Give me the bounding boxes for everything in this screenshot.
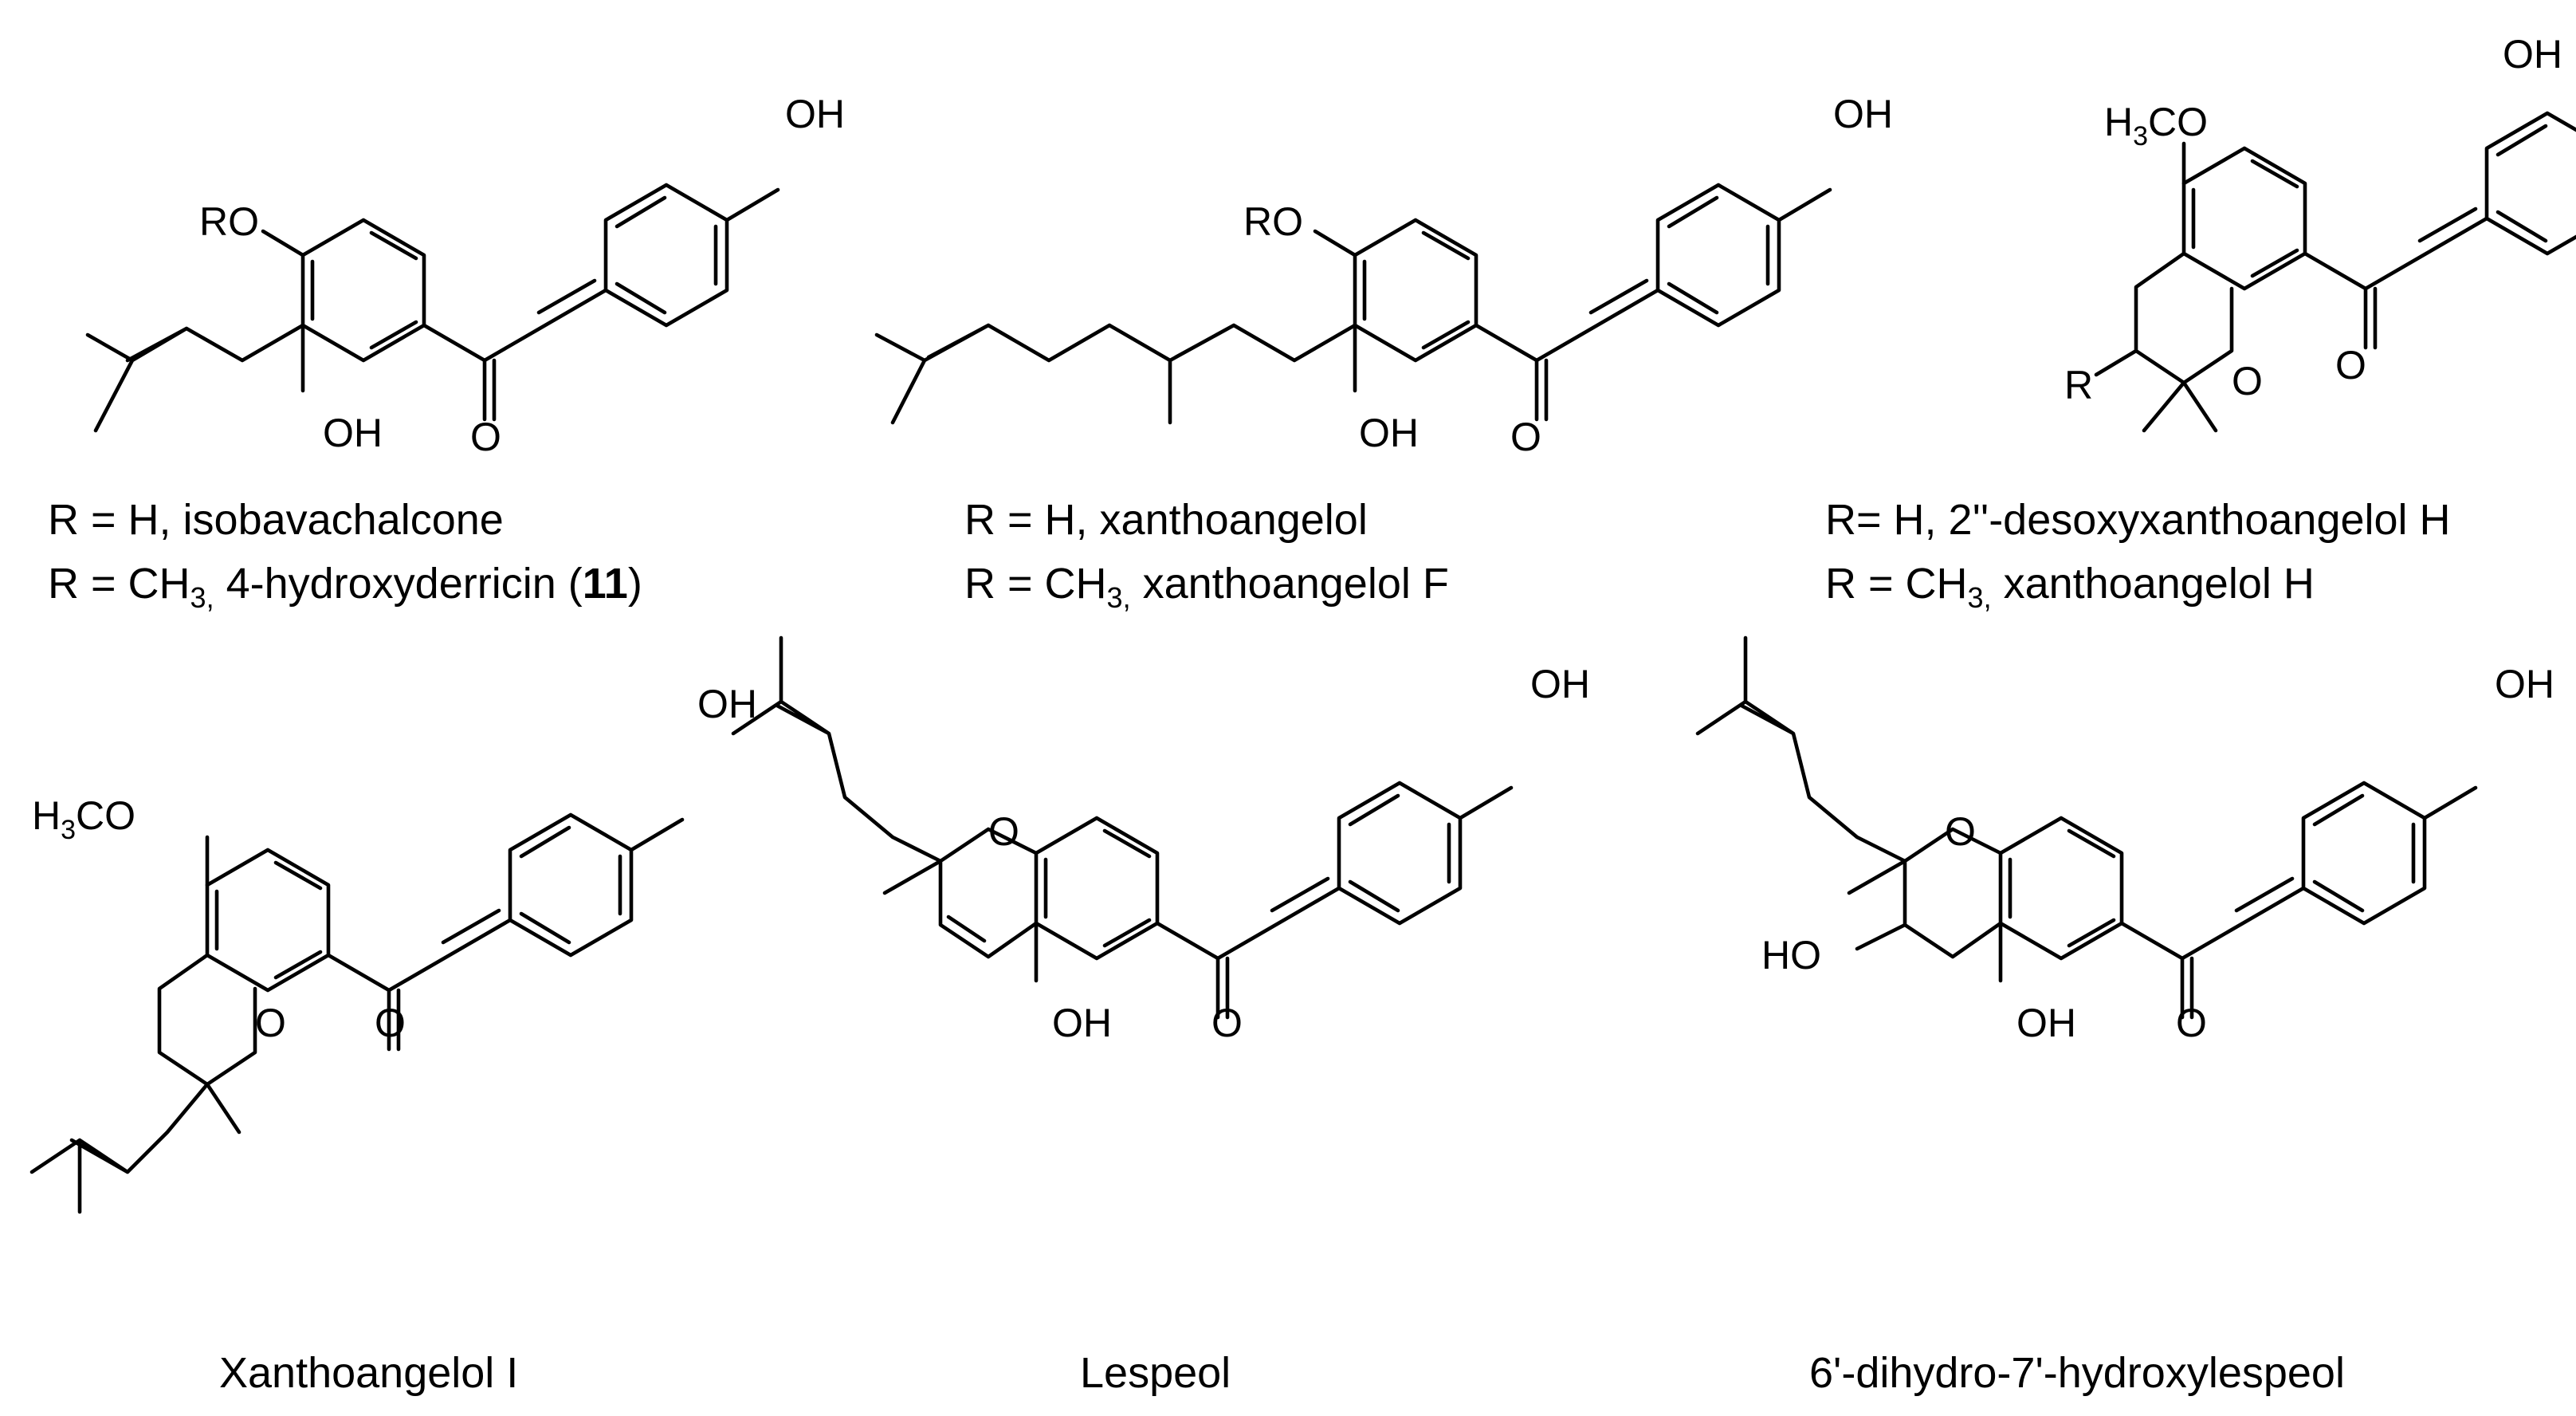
- atom-carbonyl-o: O: [1211, 1001, 1243, 1045]
- atom-carbonyl-o: O: [470, 415, 501, 459]
- caption-xanthoangelol-h: R = CH3, xanthoangelol H: [1825, 560, 2315, 614]
- structure-xanthoangelol: RO OH O OH: [874, 92, 1893, 459]
- caption-xanthoangelol-i: Xanthoangelol I: [219, 1349, 518, 1397]
- atom-h3co: H3CO: [32, 793, 135, 845]
- atom-carbonyl-o: O: [375, 1001, 406, 1045]
- atom-ro: RO: [1243, 199, 1303, 244]
- structure-xanthoangelol-h: H3CO R O O OH: [2064, 32, 2576, 433]
- atom-ro: RO: [199, 199, 259, 244]
- atom-oh-4: OH: [1833, 92, 1893, 136]
- atom-oh-2: OH: [323, 411, 383, 455]
- atom-ring-o: O: [1945, 809, 1976, 854]
- structure-dihydro-hydroxylespeol: O HO OH O OH: [1695, 635, 2554, 1045]
- atom-oh-4: OH: [2503, 32, 2562, 77]
- atom-oh-5: OH: [2016, 1001, 2076, 1045]
- atom-ring-o: O: [988, 809, 1019, 854]
- atom-r: R: [2064, 363, 2093, 407]
- atom-oh-5: OH: [1052, 1001, 1112, 1045]
- structure-xanthoangelol-i: H3CO O O OH: [29, 682, 757, 1214]
- caption-desoxyxanthoangelol-h: R= H, 2''-desoxyxanthoangelol H: [1825, 496, 2451, 544]
- atom-oh-4: OH: [697, 682, 757, 726]
- atom-ho: HO: [1761, 933, 1821, 977]
- atom-oh-4: OH: [785, 92, 845, 136]
- atom-oh-4: OH: [1530, 662, 1590, 706]
- atom-oh-4: OH: [2495, 662, 2554, 706]
- caption-4-hydroxyderricin: R = CH3, 4-hydroxyderricin (11): [48, 560, 642, 614]
- caption-xanthoangelol-f: R = CH3, xanthoangelol F: [964, 560, 1449, 614]
- caption-dihydro-hydroxylespeol: 6'-dihydro-7'-hydroxylespeol: [1809, 1349, 2345, 1397]
- atom-oh-2: OH: [1359, 411, 1419, 455]
- structure-lespeol: O OH O OH: [731, 635, 1590, 1045]
- structure-isobavachalcone: RO OH O OH: [85, 92, 845, 459]
- atom-ring-o: O: [255, 1001, 286, 1045]
- caption-xanthoangelol: R = H, xanthoangelol: [964, 496, 1368, 544]
- atom-carbonyl-o: O: [2176, 1001, 2207, 1045]
- atom-carbonyl-o: O: [1510, 415, 1541, 459]
- caption-lespeol: Lespeol: [1080, 1349, 1231, 1397]
- atom-h3co: H3CO: [2104, 100, 2208, 151]
- atom-ring-o: O: [2232, 359, 2263, 403]
- atom-carbonyl-o: O: [2335, 343, 2366, 387]
- caption-isobavachalcone: R = H, isobavachalcone: [48, 496, 504, 544]
